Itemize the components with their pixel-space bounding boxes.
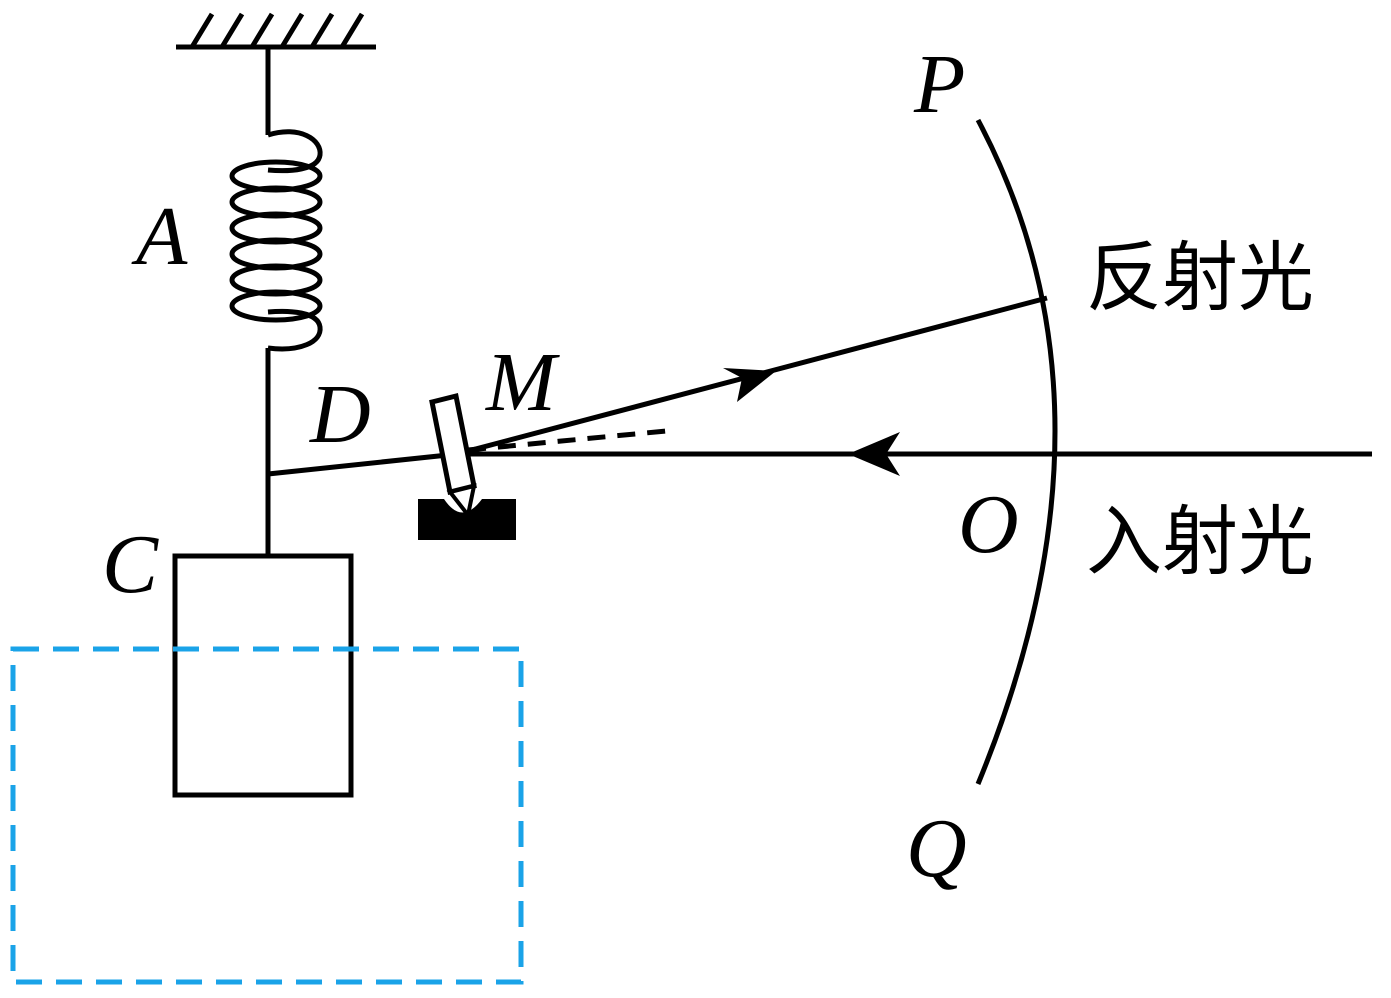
dashed-original-ray <box>467 428 667 453</box>
ceiling-support <box>176 12 376 50</box>
pivot-support <box>418 499 516 540</box>
dashed-highlight-box <box>10 646 524 985</box>
label-incident-light: 入射光 <box>1086 497 1314 586</box>
mass-block <box>172 553 354 798</box>
label-reflected-light: 反射光 <box>1086 233 1314 322</box>
reflected-arrowhead <box>723 368 776 402</box>
label-d: D <box>309 368 371 461</box>
label-q: Q <box>906 802 967 895</box>
incident-arrowhead <box>848 432 900 476</box>
label-a: A <box>131 190 188 283</box>
label-m: M <box>485 336 560 429</box>
spring-a <box>229 129 323 352</box>
label-o: O <box>958 478 1019 571</box>
scale-arc-pq <box>975 118 1058 785</box>
label-c: C <box>102 518 159 611</box>
lever-arm <box>267 452 449 477</box>
label-p: P <box>913 38 965 131</box>
mirror-m <box>429 392 477 520</box>
